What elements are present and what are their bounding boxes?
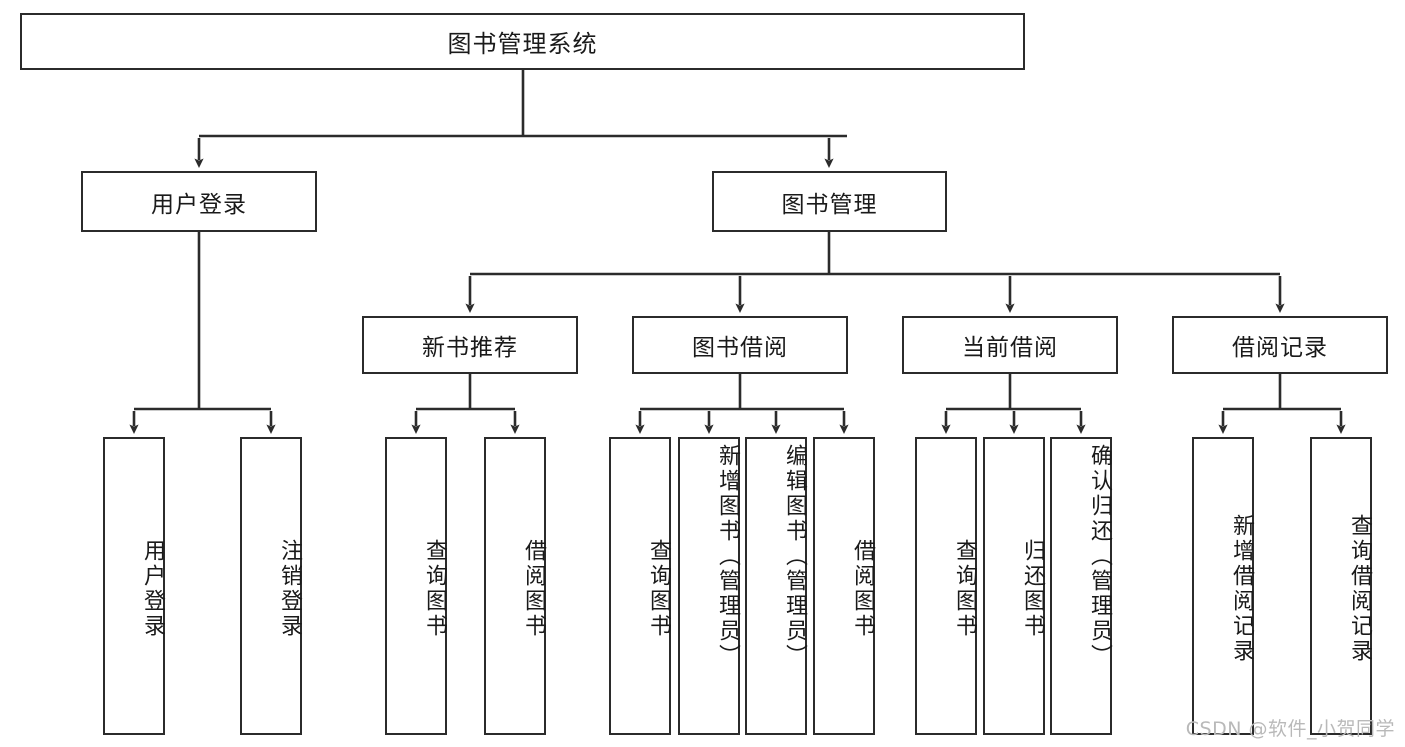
leaf-edit-book-admin[interactable]: 编辑图书（管理员） (745, 437, 807, 735)
node-user-login[interactable]: 用户登录 (81, 171, 317, 232)
node-label: 查询图书 (952, 539, 977, 639)
leaf-return-book[interactable]: 归还图书 (983, 437, 1045, 735)
node-new-book-recommend[interactable]: 新书推荐 (362, 316, 578, 374)
node-label: 归还图书 (1020, 539, 1045, 639)
node-book-management[interactable]: 图书管理 (712, 171, 947, 232)
node-label: 查询图书 (646, 539, 671, 639)
node-label: 图书借阅 (692, 335, 788, 361)
node-label: 注销登录 (277, 539, 302, 639)
node-label: 新增图书（管理员） (715, 444, 740, 669)
node-label: 借阅图书 (521, 539, 546, 639)
leaf-borrow-book[interactable]: 借阅图书 (813, 437, 875, 735)
node-label: 用户登录 (140, 539, 165, 639)
node-label: 当前借阅 (962, 335, 1058, 361)
node-label: 借阅记录 (1232, 335, 1328, 361)
node-label: 确认归还（管理员） (1087, 444, 1112, 669)
node-label: 图书管理 (781, 191, 878, 218)
node-label: 编辑图书（管理员） (782, 444, 807, 669)
leaf-logout-login[interactable]: 注销登录 (240, 437, 302, 735)
leaf-query-book-current[interactable]: 查询图书 (915, 437, 977, 735)
node-book-borrow[interactable]: 图书借阅 (632, 316, 848, 374)
leaf-add-borrow-record[interactable]: 新增借阅记录 (1192, 437, 1254, 735)
leaf-query-book-recommend[interactable]: 查询图书 (385, 437, 447, 735)
csdn-watermark: CSDN @软件_小贺同学 (1185, 718, 1395, 740)
leaf-query-borrow-record[interactable]: 查询借阅记录 (1310, 437, 1372, 735)
node-label: 新书推荐 (422, 335, 518, 361)
node-label: 图书管理系统 (447, 30, 598, 58)
leaf-borrow-book-recommend[interactable]: 借阅图书 (484, 437, 546, 735)
node-current-borrow[interactable]: 当前借阅 (902, 316, 1118, 374)
leaf-confirm-return-admin[interactable]: 确认归还（管理员） (1050, 437, 1112, 735)
node-label: 借阅图书 (850, 539, 875, 639)
leaf-query-book-borrow[interactable]: 查询图书 (609, 437, 671, 735)
node-root-system[interactable]: 图书管理系统 (20, 13, 1025, 70)
node-label: 用户登录 (151, 191, 247, 218)
node-label: 查询图书 (422, 539, 447, 639)
node-label: 查询借阅记录 (1347, 514, 1372, 664)
leaf-add-book-admin[interactable]: 新增图书（管理员） (678, 437, 740, 735)
node-label: 新增借阅记录 (1229, 514, 1254, 664)
node-borrow-record[interactable]: 借阅记录 (1172, 316, 1388, 374)
leaf-user-login[interactable]: 用户登录 (103, 437, 165, 735)
